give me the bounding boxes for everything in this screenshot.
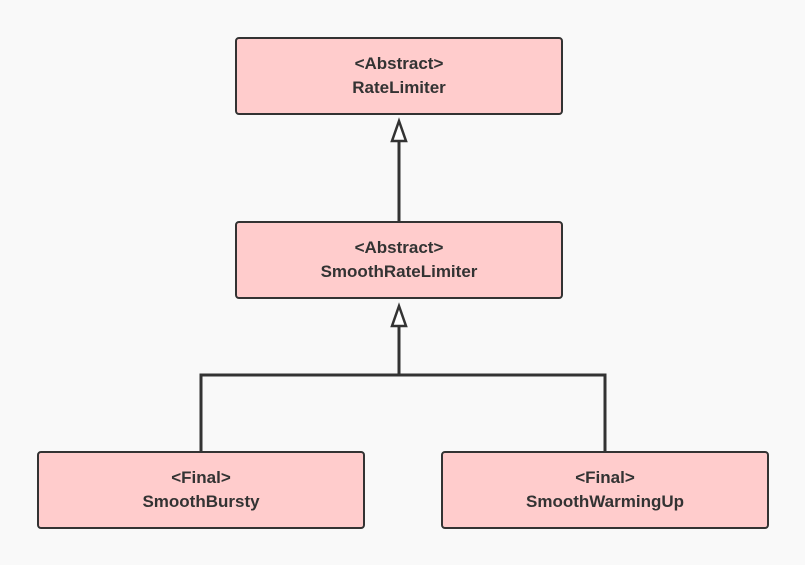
stereotype-label: <Final> xyxy=(575,468,635,487)
class-name-label: SmoothWarmingUp xyxy=(525,492,685,511)
stereotype-label: <Final> xyxy=(171,468,231,487)
inheritance-arrowhead-icon xyxy=(390,302,408,328)
edge-smoothbursty-to-smoothratelimiter xyxy=(199,373,399,451)
stereotype-label: <Abstract> xyxy=(354,238,444,257)
class-name-label: SmoothRateLimiter xyxy=(320,262,478,281)
class-node-smoothwarmingup: <Final> SmoothWarmingUp xyxy=(441,451,769,529)
class-name-label: RateLimiter xyxy=(352,78,446,97)
class-node-smoothbursty: <Final> SmoothBursty xyxy=(37,451,365,529)
class-node-ratelimiter: <Abstract> RateLimiter xyxy=(235,37,563,115)
class-node-smoothratelimiter: <Abstract> SmoothRateLimiter xyxy=(235,221,563,299)
class-name-label: SmoothBursty xyxy=(142,492,260,511)
stereotype-label: <Abstract> xyxy=(354,54,444,73)
inheritance-arrowhead-icon xyxy=(390,117,408,143)
edge-smoothwarmingup-to-smoothratelimiter xyxy=(399,373,607,451)
